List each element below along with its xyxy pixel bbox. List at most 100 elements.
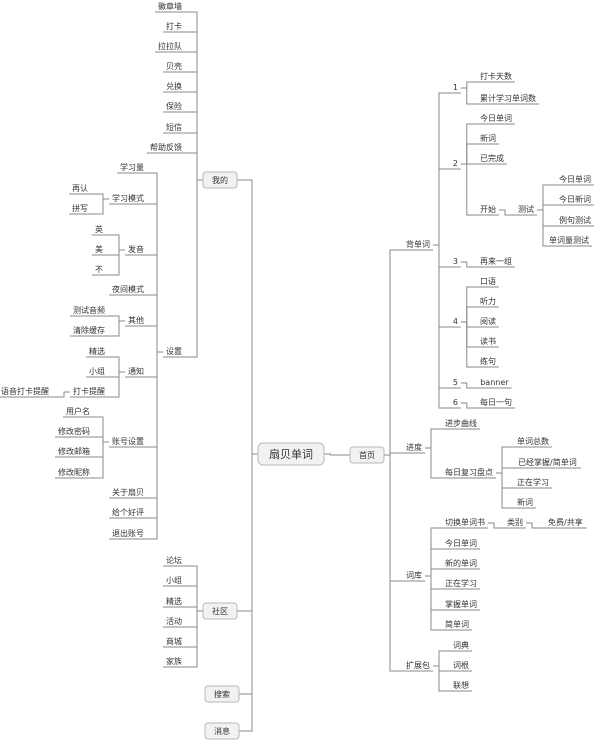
edge-shezhi-qita — [147, 325, 163, 353]
edge-root-sousuo — [239, 453, 258, 695]
node-wode: 我的 — [202, 171, 238, 189]
node-label-ljxx: 累计学习单词数 — [480, 93, 536, 103]
edge-qita-ceshi_yp — [108, 315, 125, 322]
node-box-xiaoxi — [204, 722, 240, 740]
node-label-jingxuan_t: 精选 — [89, 346, 105, 356]
node-ying: 英 — [92, 224, 106, 236]
node-label-haoping: 给个好评 — [112, 507, 144, 517]
node-label-dczs: 单词总数 — [517, 436, 549, 446]
node-baoxian: 保险 — [163, 101, 185, 113]
node-label-cigen: 词根 — [453, 660, 469, 670]
node-label-guanyu: 关于扇贝 — [112, 487, 144, 497]
edge-shezhi-xuexims — [147, 203, 163, 353]
edge-fayin-ying — [106, 234, 125, 251]
node-label-kouyu: 口语 — [480, 276, 496, 286]
node-mei: 美 — [92, 244, 106, 256]
edge-dakatx-yuyin — [52, 391, 70, 398]
node-ceshi_yp: 测试音频 — [70, 305, 108, 317]
topic-nodes: 扇贝单词我的徽章墙打卡拉拉队贝壳兑换保险短信帮助反馈设置学习量学习模式再认拼写发… — [0, 1, 594, 740]
node-label-xddc: 新的单词 — [445, 558, 477, 568]
edge-shequ-luntan — [185, 565, 203, 612]
node-label-cidian: 词典 — [453, 640, 469, 650]
node-n6: 6 — [450, 398, 461, 409]
node-tuichu: 退出账号 — [109, 528, 147, 540]
node-label-xgyx: 修改邮箱 — [58, 446, 90, 456]
edge-zhanghao-xgnc — [93, 441, 109, 479]
node-duihuan: 兑换 — [163, 81, 185, 93]
node-xgnc: 修改昵称 — [55, 467, 93, 479]
node-label-tongzhi: 通知 — [128, 366, 144, 376]
edge-zhanghao-xgyx — [93, 441, 109, 458]
node-label-n6: 6 — [453, 398, 458, 407]
edge-n4-tingli — [460, 306, 477, 323]
node-label-jingxuan_s: 精选 — [166, 596, 182, 606]
edge-n1-ljxx — [460, 87, 477, 105]
edge-shezhi-guanyu — [147, 351, 163, 499]
node-label-xinci_b: 新词 — [517, 497, 533, 507]
edge-shouye-ciku — [384, 454, 403, 582]
node-label-jiazu: 家族 — [166, 656, 182, 666]
node-label-ciku: 词库 — [406, 570, 422, 580]
node-xddc: 新的单词 — [442, 558, 480, 570]
node-label-xinci: 新词 — [480, 133, 496, 143]
node-kouyu: 口语 — [477, 276, 499, 288]
edge-wode-duihuan — [185, 91, 203, 181]
node-label-xiaozu_s: 小组 — [166, 575, 182, 585]
edge-tongzhi-dakatx — [108, 371, 125, 398]
edge-wode-beike — [185, 71, 203, 181]
node-label-daka: 打卡 — [166, 21, 182, 31]
node-label-dclcs: 单词量测试 — [549, 235, 589, 245]
node-ywc: 已完成 — [477, 153, 507, 165]
node-ciku: 词库 — [403, 570, 425, 582]
node-tingli: 听力 — [477, 296, 499, 308]
node-huizhang: 徽章墙 — [155, 1, 185, 13]
node-beike: 贝壳 — [163, 61, 185, 73]
node-lianju: 练句 — [477, 356, 499, 368]
node-jrdc_a: 今日单词 — [477, 113, 515, 125]
node-xiaoxi: 消息 — [204, 722, 240, 740]
node-label-beike: 贝壳 — [166, 61, 182, 71]
edge-wode-huizhang — [185, 11, 203, 181]
edge-ceshi-dclcs — [537, 209, 546, 247]
node-label-n1: 1 — [453, 83, 458, 92]
edge-kuozhan-cidian — [433, 650, 450, 667]
node-fayin: 发音 — [125, 244, 147, 256]
edge-beidanci-n4 — [433, 244, 450, 328]
edge-fayin-mei — [106, 249, 125, 256]
node-n2: 2 — [450, 159, 461, 170]
edge-jindu-jinbu — [425, 428, 442, 449]
edge-shezhi-tuichu — [147, 351, 163, 540]
node-jrxc: 今日新词 — [556, 194, 594, 206]
node-ceshi: 测试 — [515, 204, 537, 216]
node-zailai: 再来一组 — [477, 256, 515, 268]
node-jiazu: 家族 — [163, 656, 185, 668]
node-cigen: 词根 — [450, 660, 472, 672]
node-guanyu: 关于扇贝 — [109, 487, 147, 499]
node-box-root — [257, 442, 325, 466]
edge-n2-kaishi — [460, 163, 477, 216]
node-shouye: 首页 — [349, 446, 385, 464]
node-label-zairen: 再认 — [72, 183, 88, 193]
node-jdc: 简单词 — [442, 619, 472, 631]
node-label-xiaozu_t: 小组 — [89, 366, 105, 376]
node-xiaozu_t: 小组 — [86, 366, 108, 378]
node-jingxuan_s: 精选 — [163, 596, 185, 608]
edge-qhdcs-leibie — [488, 522, 504, 529]
node-yjzw: 已经掌握/简单词 — [514, 457, 581, 469]
node-label-jdc: 简单词 — [445, 619, 469, 629]
node-label-wode: 我的 — [212, 175, 228, 185]
node-yejian: 夜间模式 — [109, 284, 147, 296]
node-n3: 3 — [450, 257, 461, 268]
edge-beidanci-n3 — [433, 244, 450, 268]
node-bangzhu: 帮助反馈 — [147, 142, 185, 154]
node-label-leibie: 类别 — [507, 517, 523, 527]
edge-leibie-mianfei — [526, 522, 544, 529]
node-label-root: 扇贝单词 — [269, 447, 313, 461]
node-label-duanxin: 短信 — [166, 122, 182, 132]
node-qita: 其他 — [125, 315, 147, 327]
edge-fayin-bu — [106, 249, 125, 276]
node-meiri: 每日一句 — [477, 397, 515, 409]
node-lala: 拉拉队 — [155, 41, 185, 53]
node-xgyx: 修改邮箱 — [55, 446, 93, 458]
node-label-qita: 其他 — [128, 315, 144, 325]
